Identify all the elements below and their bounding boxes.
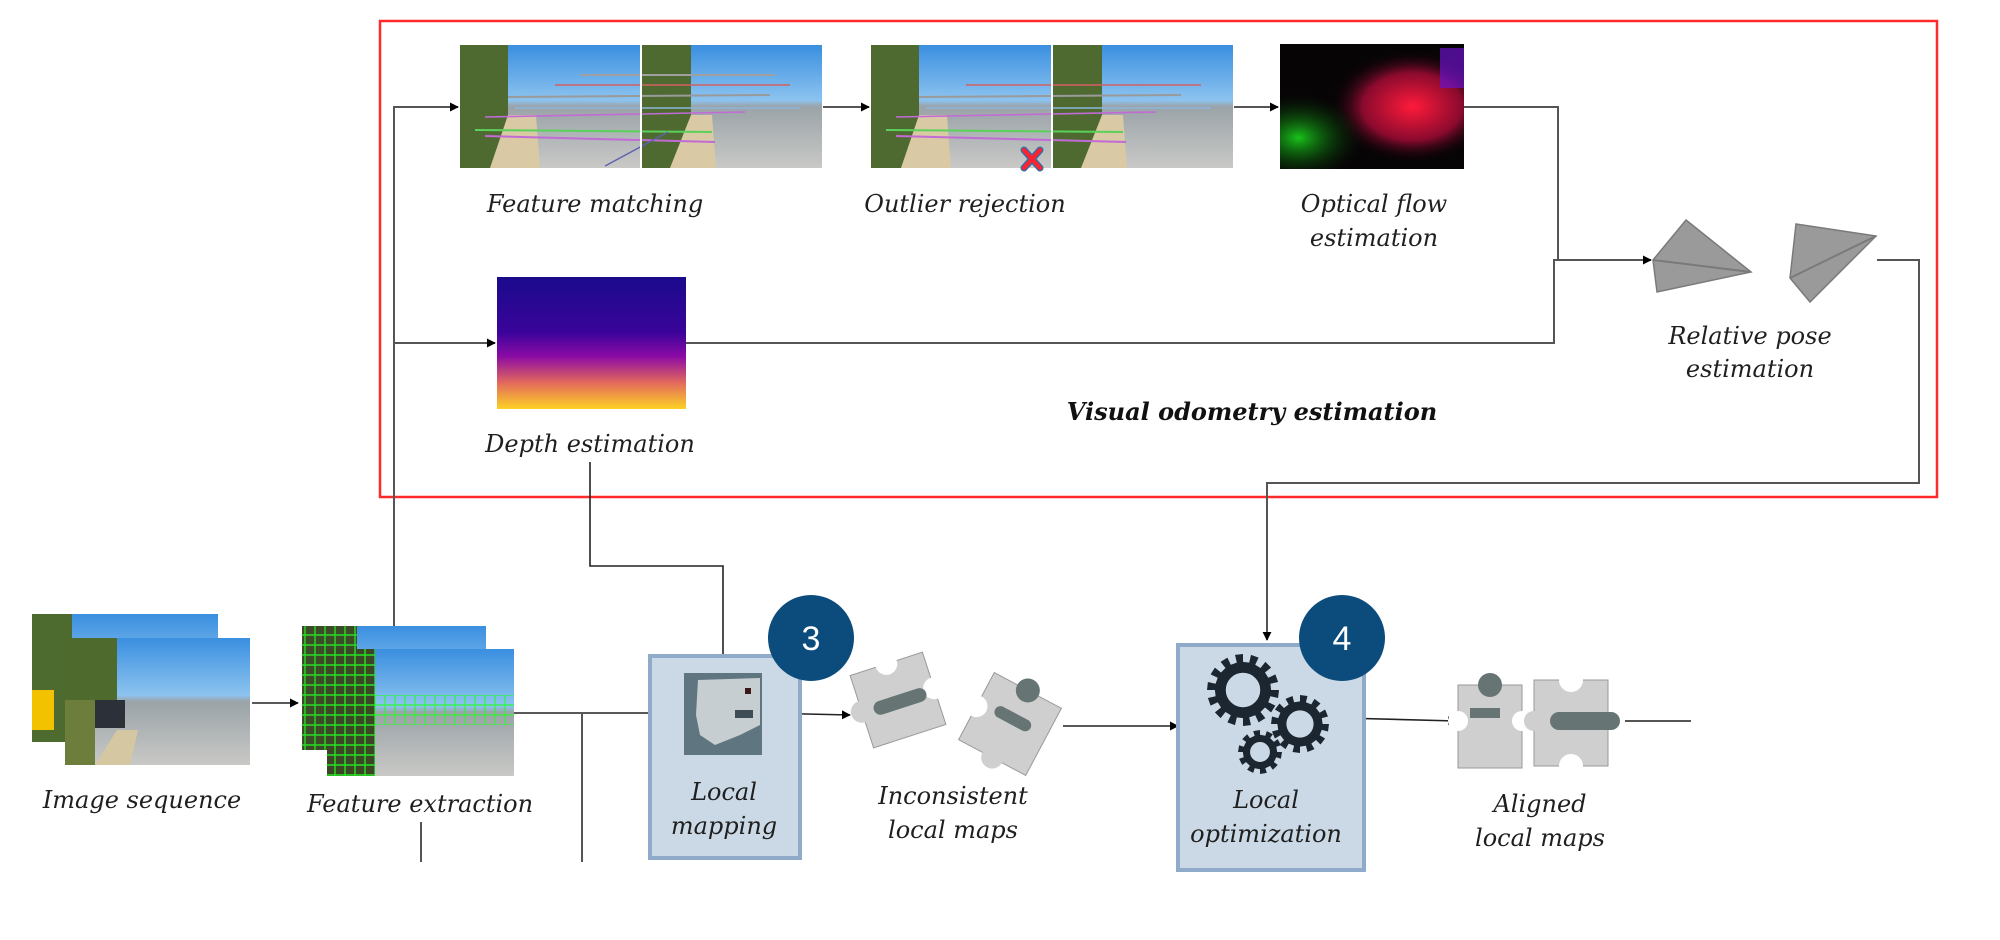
inconsistent-maps-node: Inconsistent local maps (849, 651, 1063, 844)
local-optimization-label-line2: optimization (1190, 820, 1342, 848)
camera-frustum-icon-1 (1652, 218, 1753, 293)
optical-flow-label-line2: estimation (1310, 224, 1438, 252)
feature-frame-front (327, 649, 514, 776)
inconsistent-maps-label-line1: Inconsistent (877, 782, 1028, 810)
arrow-depth-to-mapping (589, 462, 728, 672)
arrow-pose-to-optimization (1262, 259, 1920, 641)
occupancy-map-icon (684, 673, 762, 755)
local-optimization-stage: Local optimization 4 (1176, 595, 1385, 872)
step-badge-4-number: 4 (1333, 620, 1352, 658)
image-frame-front (65, 638, 250, 765)
optical-flow-node: Optical flow estimation (1280, 44, 1464, 252)
outlier-rejection-node: Outlier rejection (864, 45, 1233, 218)
relative-pose-node: Relative pose estimation (1652, 218, 1878, 383)
feature-extraction-label: Feature extraction (306, 790, 533, 818)
arrow-depth-to-pose (686, 255, 1652, 344)
arrow-features-to-matching (393, 102, 459, 626)
feature-extraction-node: Feature extraction (302, 626, 533, 818)
camera-frustum-icon-2 (1789, 223, 1878, 304)
local-mapping-label-line1: Local (690, 778, 757, 806)
aligned-puzzle-icon (1448, 668, 1620, 778)
gear-medium-icon (1271, 695, 1329, 753)
image-sequence-label: Image sequence (42, 786, 241, 814)
wire-flow-to-pose (1464, 106, 1559, 260)
feature-matching-image (460, 45, 822, 168)
aligned-maps-label-line2: local maps (1475, 824, 1605, 852)
gear-small-icon (1238, 730, 1282, 774)
outlier-rejection-label: Outlier rejection (864, 190, 1065, 218)
outlier-reject-x-icon (1020, 146, 1044, 172)
visual-odometry-group (378, 19, 1939, 499)
optical-flow-label-line1: Optical flow (1301, 190, 1448, 218)
step-badge-3: 3 (768, 595, 854, 681)
local-mapping-label-line2: mapping (671, 812, 777, 840)
depth-estimation-label: Depth estimation (484, 430, 695, 458)
feature-matching-node: Feature matching (460, 45, 822, 218)
step-badge-4: 4 (1299, 595, 1385, 681)
relative-pose-label-line1: Relative pose (1667, 322, 1831, 350)
inconsistent-maps-label-line2: local maps (888, 816, 1018, 844)
puzzle-piece-icon-1 (849, 651, 947, 749)
visual-odometry-title: Visual odometry estimation (1067, 397, 1437, 426)
image-sequence-node: Image sequence (32, 614, 250, 814)
relative-pose-label-line2: estimation (1686, 355, 1814, 383)
local-mapping-stage: Local mapping 3 (648, 595, 854, 860)
depth-map-image (497, 277, 686, 409)
puzzle-piece-icon-2 (957, 671, 1063, 777)
optical-flow-image (1280, 44, 1464, 169)
outlier-rejection-image (871, 45, 1233, 168)
feature-matching-label: Feature matching (486, 190, 703, 218)
gear-large-icon (1207, 654, 1279, 726)
depth-estimation-node: Depth estimation (484, 277, 695, 458)
aligned-maps-node: Aligned local maps (1448, 668, 1620, 852)
aligned-maps-label-line1: Aligned (1491, 790, 1586, 818)
local-optimization-label-line1: Local (1232, 786, 1299, 814)
gears-icon (1207, 654, 1329, 774)
step-badge-3-number: 3 (802, 620, 821, 658)
